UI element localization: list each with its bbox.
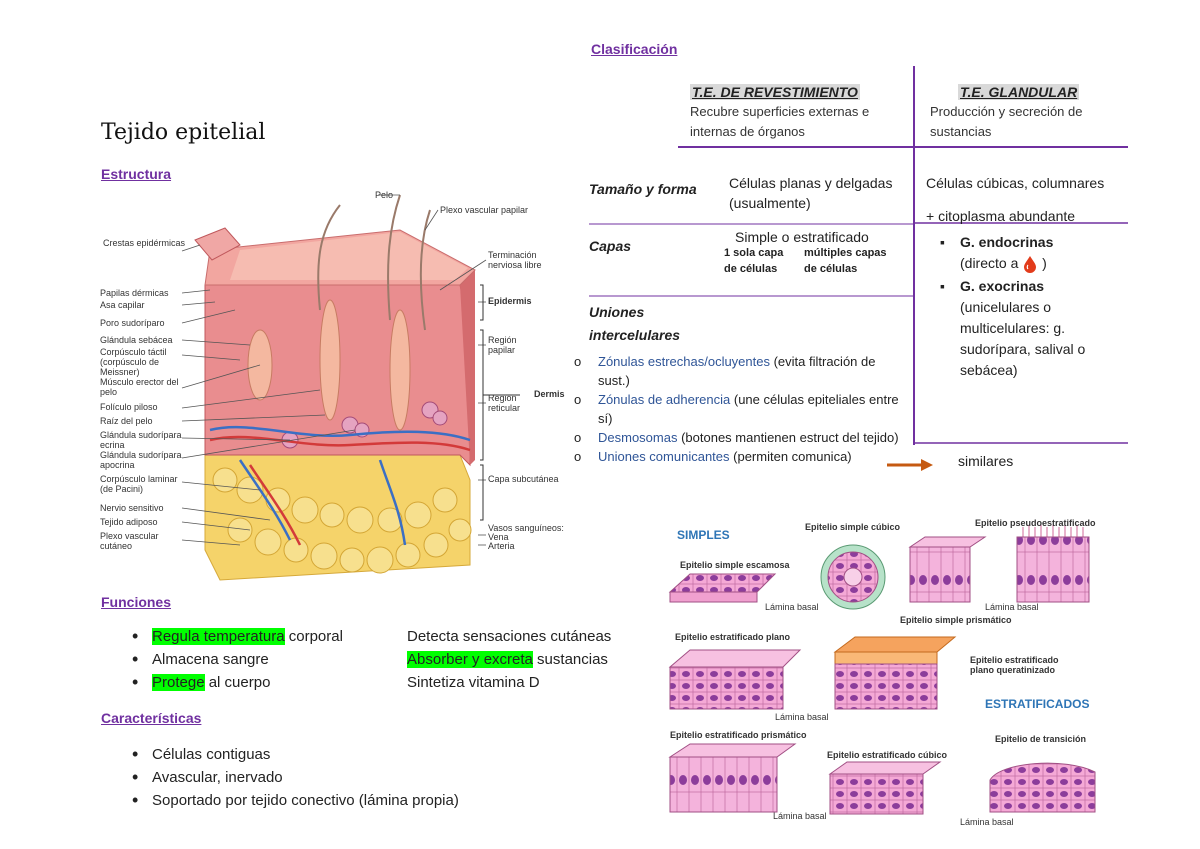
skin-label-adiposo: Tejido adiposo — [100, 517, 158, 527]
skin-label-asa: Asa capilar — [100, 300, 145, 310]
ep-simple-escamosa: Epitelio simple escamosa — [680, 560, 790, 570]
ep-simple-prismatico: Epitelio simple prismático — [900, 615, 1012, 625]
col-revestimiento-desc: Recubre superficies externas e internas … — [690, 104, 870, 139]
skin-label-plexo-cutaneo: Plexo vascular cutáneo — [100, 531, 159, 551]
capas-simple: 1 sola capa de células — [724, 247, 784, 275]
row-uniones-label: Uniones intercelulares — [589, 304, 681, 343]
tamano-glandular-a: Células cúbicas, columnares — [926, 175, 1105, 191]
skin-label-papilar: Región papilar — [488, 335, 517, 355]
estructura-heading: Estructura — [101, 166, 172, 182]
epithelia-illustration: SIMPLES ESTRATIFICADOS Epitelio simple e… — [665, 512, 1125, 832]
skin-label-dermis: Dermis — [534, 389, 565, 399]
ep-estratificado-prismatico: Epitelio estratificado prismático — [670, 730, 807, 740]
skin-label-epidermis: Epidermis — [488, 296, 532, 306]
capas-estratificado: múltiples capas de células — [804, 247, 887, 275]
skin-label-nervio: Nervio sensitivo — [100, 503, 164, 513]
skin-label-vena: Vena — [488, 532, 509, 542]
lamina-basal-4: Lámina basal — [773, 811, 827, 821]
union-item: Zónulas estrechas/ocluyentes (evita filt… — [574, 352, 904, 390]
skin-cross-section-illustration — [181, 194, 520, 581]
ep-pseudoestratificado: Epitelio pseudoestratificado — [975, 518, 1096, 528]
col-glandular-header: T.E. GLANDULAR Producción y secreción de… — [930, 84, 1130, 142]
skin-label-crestas: Crestas epidérmicas — [102, 238, 185, 248]
funcion-item: Regula temperatura corporal — [128, 625, 388, 648]
skin-label-pacini: Corpúsculo laminar (de Pacini) — [100, 474, 178, 494]
funcion-item: Sintetiza vitamina D — [407, 674, 540, 691]
skin-label-papilas: Papilas dérmicas — [100, 288, 169, 298]
funciones-list-right: Detecta sensaciones cutáneas Absorber y … — [407, 625, 611, 694]
col-revestimiento-title: T.E. DE REVESTIMIENTO — [690, 84, 860, 100]
uniones-list: Zónulas estrechas/ocluyentes (evita filt… — [574, 352, 904, 466]
skin-label-raiz: Raíz del pelo — [100, 416, 153, 426]
lamina-basal-3: Lámina basal — [775, 712, 829, 722]
ep-estratificado-plano: Epitelio estratificado plano — [675, 632, 791, 642]
simples-label: SIMPLES — [677, 528, 730, 542]
skin-label-vasos: Vasos sanguíneos: — [488, 523, 564, 533]
ep-transicion: Epitelio de transición — [995, 734, 1087, 744]
ep-estratificado-queratinizado: Epitelio estratificado plano queratiniza… — [970, 655, 1059, 675]
union-item: Zónulas de adherencia (une células epite… — [574, 390, 904, 428]
funciones-list-left: Regula temperatura corporal Almacena san… — [128, 625, 388, 694]
caracteristica-item: Células contiguas — [128, 743, 548, 766]
caracteristicas-list: Células contiguas Avascular, inervado So… — [128, 743, 548, 812]
clasificacion-heading: Clasificación — [591, 41, 678, 57]
lamina-basal-2: Lámina basal — [985, 602, 1039, 612]
skin-label-ecrina: Glándula sudorípara ecrina — [100, 430, 182, 450]
lamina-basal-5: Lámina basal — [960, 817, 1014, 827]
skin-label-pelo: Pelo — [375, 190, 394, 200]
caracteristicas-heading: Características — [101, 710, 202, 726]
caracteristica-item: Soportado por tejido conectivo (lámina p… — [128, 789, 548, 812]
funcion-item: Almacena sangre — [128, 648, 388, 671]
glandular-endocrinas: G. endocrinas (directo a ) — [934, 232, 1094, 274]
page-title: Tejido epitelial — [101, 120, 266, 145]
col-glandular-desc: Producción y secreción de sustancias — [930, 104, 1083, 139]
funcion-item: Detecta sensaciones cutáneas — [407, 628, 612, 645]
ep-simple-cubico: Epitelio simple cúbico — [805, 522, 901, 532]
similares-label: similares — [958, 453, 1014, 469]
ep-estratificado-cubico: Epitelio estratificado cúbico — [827, 750, 948, 760]
skin-label-plexo-papilar: Plexo vascular papilar — [440, 205, 529, 215]
skin-label-subcutanea: Capa subcutánea — [488, 474, 559, 484]
row-tamano-label: Tamaño y forma — [589, 181, 697, 197]
estratificados-label: ESTRATIFICADOS — [985, 697, 1090, 711]
glandular-exocrinas: G. exocrinas (unicelulares o multicelula… — [934, 276, 1094, 381]
skin-label-reticular: Región reticular — [488, 393, 521, 413]
skin-label-arteria: Arteria — [488, 541, 515, 551]
tamano-revestimiento: Células planas y delgadas (usualmente) — [729, 175, 893, 211]
table-lines — [589, 66, 1128, 445]
union-item: Uniones comunicantes (permiten comunica) — [574, 447, 904, 466]
skin-label-foliculo: Folículo piloso — [100, 402, 158, 412]
capas-revestimiento: Simple o estratificado — [735, 229, 869, 245]
lamina-basal-1: Lámina basal — [765, 602, 819, 612]
funciones-heading: Funciones — [101, 594, 172, 610]
glandular-types: G. endocrinas (directo a ) G. exocrinas … — [934, 232, 1094, 381]
skin-label-terminacion: Terminación nerviosa libre — [488, 250, 542, 270]
row-capas-label: Capas — [589, 238, 632, 254]
tamano-glandular-b: + citoplasma abundante — [926, 208, 1076, 224]
skin-label-meissner: Corpúsculo táctil (corpúsculo de Meissne… — [100, 347, 167, 377]
funcion-item: Absorber y excreta sustancias — [407, 651, 608, 668]
skin-label-apocrina: Glándula sudorípara apocrina — [100, 450, 182, 470]
union-item: Desmosomas (botones mantienen estruct de… — [574, 428, 904, 447]
skin-diagram: Crestas epidérmicas Papilas dérmicas Asa… — [100, 190, 570, 585]
col-revestimiento-header: T.E. DE REVESTIMIENTO Recubre superficie… — [690, 84, 910, 142]
skin-label-sebacea: Glándula sebácea — [100, 335, 173, 345]
arrow-right-icon — [887, 459, 933, 471]
blood-drop-icon — [1024, 256, 1037, 274]
epithelia-drawings — [668, 525, 1096, 815]
skin-label-poro: Poro sudoríparo — [100, 318, 165, 328]
col-glandular-title: T.E. GLANDULAR — [958, 84, 1080, 100]
caracteristica-item: Avascular, inervado — [128, 766, 548, 789]
skin-label-erector: Músculo erector del pelo — [100, 377, 179, 397]
funcion-item: Protege al cuerpo — [128, 671, 388, 694]
